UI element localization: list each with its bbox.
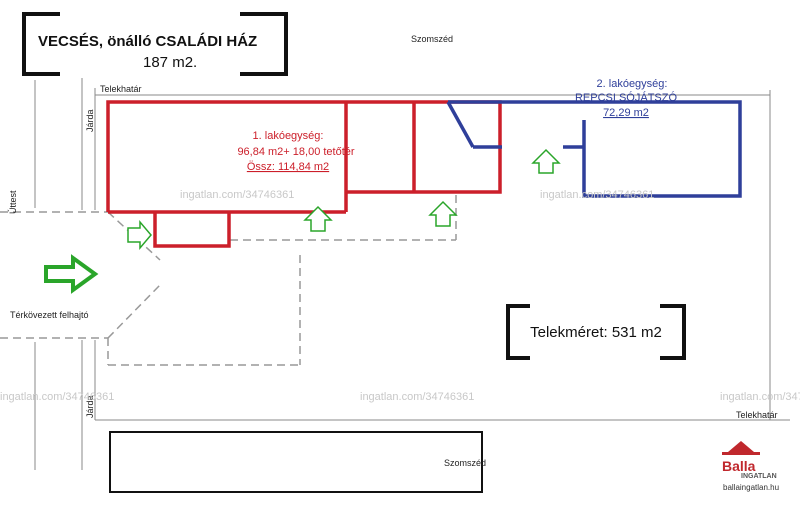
watermarks: ingatlan.com/34746361 ingatlan.com/34746… bbox=[0, 189, 800, 403]
logo-url: ballaingatlan.hu bbox=[723, 483, 779, 492]
sidewalk-top-label: Járda bbox=[85, 109, 95, 132]
neighbor-bottom-label: Szomszéd bbox=[444, 458, 486, 468]
driveway-arrow-icon bbox=[44, 254, 99, 294]
entry-arrow-icon bbox=[303, 205, 333, 232]
watermark: ingatlan.com/34746361 bbox=[360, 391, 474, 403]
entry-arrows bbox=[127, 148, 561, 251]
plot-size: Telekméret: 531 m2 bbox=[530, 324, 662, 341]
unit2-label-1: 2. lakóegység: bbox=[597, 78, 668, 90]
unit2-label-2: REPCSI SÓJÁTSZÓ bbox=[575, 91, 678, 104]
watermark: ingatlan.com/34746361 bbox=[0, 391, 114, 403]
unit2-label-3: 72,29 m2 bbox=[603, 107, 649, 119]
boundary-right-label: Telekhatár bbox=[736, 410, 778, 420]
balla-logo: Balla INGATLAN ballaingatlan.hu bbox=[722, 441, 779, 492]
title-frame bbox=[22, 12, 288, 76]
neighbor-plot bbox=[109, 431, 483, 493]
unit1-label-3: Össz: 114,84 m2 bbox=[247, 161, 329, 173]
boundary-top-label: Telekhatár bbox=[100, 84, 142, 94]
street-lines bbox=[34, 78, 790, 470]
house-roof-icon bbox=[728, 441, 754, 452]
driveway-label: Térkövezett felhajtó bbox=[10, 310, 89, 320]
title-line1: VECSÉS, önálló CSALÁDI HÁZ bbox=[38, 33, 257, 50]
driveway-outline bbox=[0, 195, 457, 366]
title-line2: 187 m2. bbox=[143, 54, 197, 71]
plot-size-frame bbox=[506, 304, 686, 360]
logo-brand: Balla bbox=[722, 458, 756, 474]
unit1-label-1: 1. lakóegység: bbox=[253, 130, 324, 142]
road-label: Úttest bbox=[8, 190, 18, 214]
sidewalk-bottom-label: Járda bbox=[85, 395, 95, 418]
unit2-walls bbox=[446, 100, 742, 198]
entry-arrow-icon bbox=[531, 148, 561, 174]
neighbor-top-label: Szomszéd bbox=[411, 34, 453, 44]
watermark: ingatlan.com/34746361 bbox=[180, 189, 294, 201]
unit1-label-2: 96,84 m2+ 18,00 tetőtér bbox=[237, 146, 354, 158]
entry-arrow-icon bbox=[127, 219, 152, 251]
entry-arrow-icon bbox=[428, 200, 458, 227]
watermark: ingatlan.com/34746361 bbox=[540, 189, 654, 201]
watermark: ingatlan.com/34746361 bbox=[720, 391, 800, 403]
logo-sub: INGATLAN bbox=[741, 473, 777, 480]
